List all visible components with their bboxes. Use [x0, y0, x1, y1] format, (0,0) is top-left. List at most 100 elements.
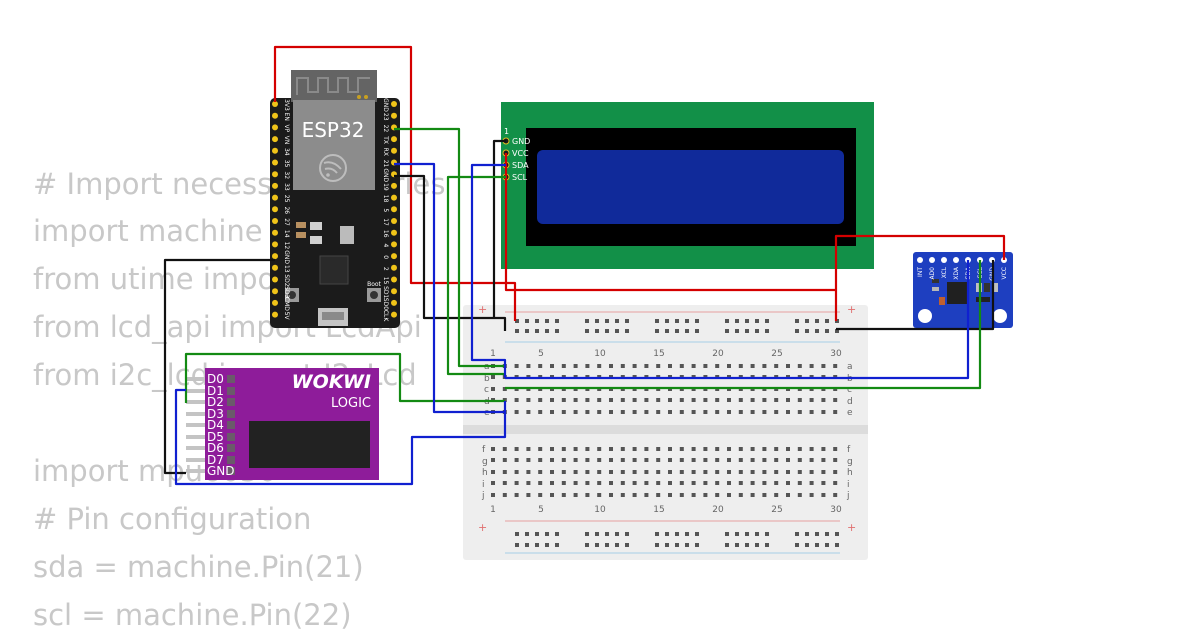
breadboard-hole[interactable] — [797, 447, 802, 451]
breadboard-hole[interactable] — [656, 398, 661, 402]
breadboard-hole[interactable] — [595, 532, 599, 536]
breadboard-hole[interactable] — [679, 481, 684, 485]
breadboard-hole[interactable] — [691, 364, 696, 368]
breadboard-hole[interactable] — [725, 532, 729, 536]
breadboard-hole[interactable] — [725, 329, 729, 333]
breadboard-hole[interactable] — [738, 470, 743, 474]
breadboard-hole[interactable] — [762, 410, 767, 414]
breadboard-hole[interactable] — [774, 447, 779, 451]
breadboard-hole[interactable] — [745, 543, 749, 547]
esp32-pin[interactable] — [391, 218, 397, 224]
breadboard-hole[interactable] — [491, 470, 495, 474]
breadboard-hole[interactable] — [535, 319, 539, 323]
breadboard-hole[interactable] — [815, 319, 819, 323]
breadboard-hole[interactable] — [833, 447, 838, 451]
breadboard-hole[interactable] — [615, 329, 619, 333]
breadboard-hole[interactable] — [550, 481, 554, 485]
breadboard-hole[interactable] — [615, 543, 619, 547]
breadboard-hole[interactable] — [727, 493, 731, 497]
breadboard-hole[interactable] — [774, 398, 779, 402]
breadboard-hole[interactable] — [833, 410, 838, 414]
esp32-pin[interactable] — [272, 194, 278, 201]
breadboard-hole[interactable] — [514, 493, 519, 497]
breadboard-hole[interactable] — [555, 329, 559, 333]
breadboard-hole[interactable] — [765, 543, 769, 547]
breadboard-hole[interactable] — [597, 398, 602, 402]
breadboard-hole[interactable] — [715, 493, 720, 497]
breadboard-hole[interactable] — [605, 329, 609, 333]
breadboard-hole[interactable] — [797, 470, 802, 474]
breadboard-hole[interactable] — [502, 458, 507, 462]
breadboard-hole[interactable] — [597, 364, 602, 368]
breadboard-hole[interactable] — [609, 447, 613, 451]
breadboard-hole[interactable] — [762, 470, 767, 474]
breadboard-hole[interactable] — [745, 329, 749, 333]
breadboard-hole[interactable] — [502, 387, 507, 391]
breadboard-hole[interactable] — [833, 398, 838, 402]
breadboard-hole[interactable] — [815, 329, 819, 333]
wire-blue-mpu-sda[interactable] — [505, 260, 970, 380]
breadboard-hole[interactable] — [715, 364, 720, 368]
breadboard-hole[interactable] — [786, 364, 790, 368]
esp32-pin[interactable] — [391, 276, 397, 283]
breadboard-hole[interactable] — [620, 364, 625, 368]
breadboard-hole[interactable] — [545, 319, 549, 323]
breadboard-hole[interactable] — [597, 447, 602, 451]
breadboard-hole[interactable] — [632, 481, 637, 485]
breadboard-hole[interactable] — [620, 458, 625, 462]
breadboard-hole[interactable] — [605, 319, 609, 323]
breadboard-hole[interactable] — [550, 493, 554, 497]
breadboard-hole[interactable] — [665, 543, 669, 547]
breadboard-hole[interactable] — [797, 493, 802, 497]
breadboard-hole[interactable] — [585, 329, 589, 333]
breadboard-hole[interactable] — [703, 364, 708, 368]
breadboard-hole[interactable] — [665, 532, 669, 536]
breadboard-hole[interactable] — [585, 493, 590, 497]
breadboard-hole[interactable] — [833, 481, 838, 485]
breadboard-hole[interactable] — [738, 458, 743, 462]
wire-green-scl[interactable] — [394, 127, 505, 368]
esp32-pin[interactable] — [391, 147, 397, 154]
breadboard-hole[interactable] — [538, 398, 543, 402]
breadboard-hole[interactable] — [679, 470, 684, 474]
breadboard-hole[interactable] — [515, 329, 519, 333]
breadboard-hole[interactable] — [762, 458, 767, 462]
breadboard-hole[interactable] — [821, 493, 826, 497]
breadboard-hole[interactable] — [514, 458, 519, 462]
breadboard-hole[interactable] — [738, 447, 743, 451]
breadboard-hole[interactable] — [620, 470, 625, 474]
esp32-pin[interactable] — [272, 112, 278, 119]
breadboard-hole[interactable] — [797, 458, 802, 462]
logic-pin-pad[interactable] — [227, 421, 235, 429]
breadboard-hole[interactable] — [625, 543, 629, 547]
breadboard-hole[interactable] — [525, 319, 529, 323]
breadboard-hole[interactable] — [809, 447, 814, 451]
breadboard-hole[interactable] — [668, 398, 672, 402]
breadboard-hole[interactable] — [795, 319, 799, 323]
breadboard-hole[interactable] — [691, 398, 696, 402]
breadboard-hole[interactable] — [679, 447, 684, 451]
breadboard-hole[interactable] — [632, 398, 637, 402]
breadboard-hole[interactable] — [738, 493, 743, 497]
breadboard-hole[interactable] — [786, 458, 790, 462]
breadboard-hole[interactable] — [605, 532, 609, 536]
breadboard-hole[interactable] — [535, 532, 539, 536]
esp32-pin[interactable] — [272, 206, 278, 213]
breadboard-hole[interactable] — [656, 364, 661, 368]
breadboard-hole[interactable] — [762, 398, 767, 402]
esp32-pin[interactable] — [272, 218, 278, 224]
breadboard-hole[interactable] — [679, 364, 684, 368]
breadboard-hole[interactable] — [620, 410, 625, 414]
breadboard-hole[interactable] — [597, 481, 602, 485]
breadboard-hole[interactable] — [526, 447, 531, 451]
breadboard-hole[interactable] — [762, 364, 767, 368]
breadboard-hole[interactable] — [573, 470, 578, 474]
breadboard-hole[interactable] — [609, 364, 613, 368]
breadboard-hole[interactable] — [573, 410, 578, 414]
breadboard-hole[interactable] — [625, 319, 629, 323]
breadboard-hole[interactable] — [545, 543, 549, 547]
breadboard-hole[interactable] — [625, 329, 629, 333]
breadboard-hole[interactable] — [609, 470, 613, 474]
breadboard-hole[interactable] — [526, 481, 531, 485]
breadboard-hole[interactable] — [795, 329, 799, 333]
